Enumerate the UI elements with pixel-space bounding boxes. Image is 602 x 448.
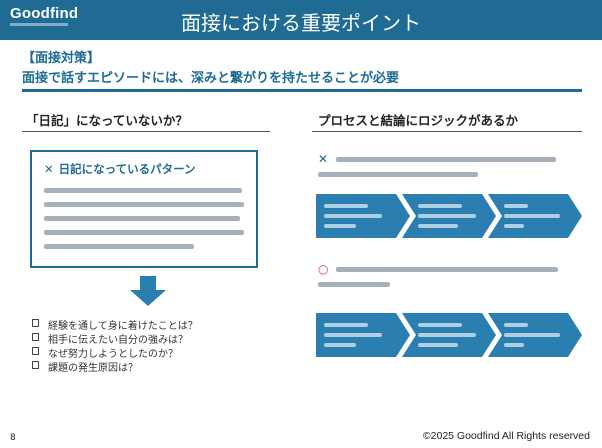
process-step-placeholder: [504, 214, 560, 218]
subtitle-tag: 【面接対策】: [22, 51, 101, 66]
good-example-note: ○: [318, 262, 578, 287]
bad-process-flow: [316, 194, 582, 238]
header-bar: Goodfind 面接における重要ポイント: [0, 0, 602, 40]
left-column-heading: 「日記」になっていないか？: [26, 113, 188, 128]
check-list: 経験を通して身に着けたことは？ 相手に伝えたい自分の強みは？ なぜ努力しようとし…: [30, 317, 270, 374]
goodfind-logo: Goodfind: [10, 5, 79, 22]
checkbox-icon: [32, 361, 39, 369]
x-mark-icon: ✕: [44, 162, 54, 176]
pattern-body-line: [44, 202, 244, 207]
right-column-heading: プロセスと結論にロジックがあるか: [318, 113, 519, 128]
bad-example-placeholder: [318, 172, 478, 177]
process-step-placeholder: [324, 214, 382, 218]
process-step-placeholder: [504, 333, 560, 337]
pattern-body-line: [44, 244, 194, 249]
process-step-placeholder: [324, 323, 368, 327]
logo-tagline: [10, 23, 68, 26]
good-example-placeholder: [336, 267, 558, 272]
subtitle-divider: [22, 89, 582, 92]
pattern-body-line: [44, 230, 244, 235]
check-item-text: 相手に伝えたい自分の強みは？: [48, 335, 188, 346]
bad-example-note: ✕: [318, 152, 578, 177]
process-step-placeholder: [324, 224, 356, 228]
bad-example-placeholder: [336, 157, 556, 162]
process-step-placeholder: [324, 333, 382, 337]
check-item-text: なぜ努力しようとしたのか？: [48, 349, 178, 360]
check-item-text: 経験を通して身に着けたことは？: [48, 321, 198, 332]
good-process-flow: [316, 313, 582, 357]
check-item: 経験を通して身に着けたことは？: [30, 317, 270, 332]
process-step-placeholder: [324, 204, 368, 208]
checkbox-icon: [32, 333, 39, 341]
process-step-placeholder: [504, 204, 528, 208]
page-number: 8: [10, 433, 16, 443]
checkbox-icon: [32, 319, 39, 327]
process-step-placeholder: [418, 343, 458, 347]
left-column-rule: [22, 131, 270, 132]
good-example-placeholder: [318, 282, 390, 287]
pattern-body-line: [44, 216, 240, 221]
copyright-text: ©2025 Goodfind All Rights reserved: [422, 430, 590, 442]
process-step-placeholder: [418, 204, 462, 208]
check-item: 課題の発生原因は？: [30, 359, 270, 374]
checkbox-icon: [32, 347, 39, 355]
diary-pattern-box: ✕ 日記になっているパターン: [30, 150, 258, 268]
process-step-placeholder: [504, 323, 528, 327]
check-item: なぜ努力しようとしたのか？: [30, 345, 270, 360]
process-step-placeholder: [324, 343, 356, 347]
process-step-placeholder: [504, 224, 524, 228]
process-step-placeholder: [418, 224, 458, 228]
subtitle-main: 面接で話すエピソードには、深みと繋がりを持たせることが必要: [22, 71, 400, 86]
check-item-text: 課題の発生原因は？: [48, 363, 138, 374]
diary-pattern-title: ✕ 日記になっているパターン: [44, 161, 196, 177]
pattern-body-line: [44, 188, 242, 193]
process-step-placeholder: [418, 333, 476, 337]
right-column-rule: [312, 131, 582, 132]
down-arrow-icon: [130, 276, 166, 306]
process-step-placeholder: [504, 343, 524, 347]
circle-icon: ○: [318, 262, 329, 276]
process-step-placeholder: [418, 323, 462, 327]
check-item: 相手に伝えたい自分の強みは？: [30, 331, 270, 346]
x-mark-icon: ✕: [318, 152, 329, 166]
process-step-placeholder: [418, 214, 476, 218]
diary-pattern-title-text: 日記になっているパターン: [58, 162, 196, 176]
slide-title: 面接における重要ポイント: [181, 11, 421, 35]
